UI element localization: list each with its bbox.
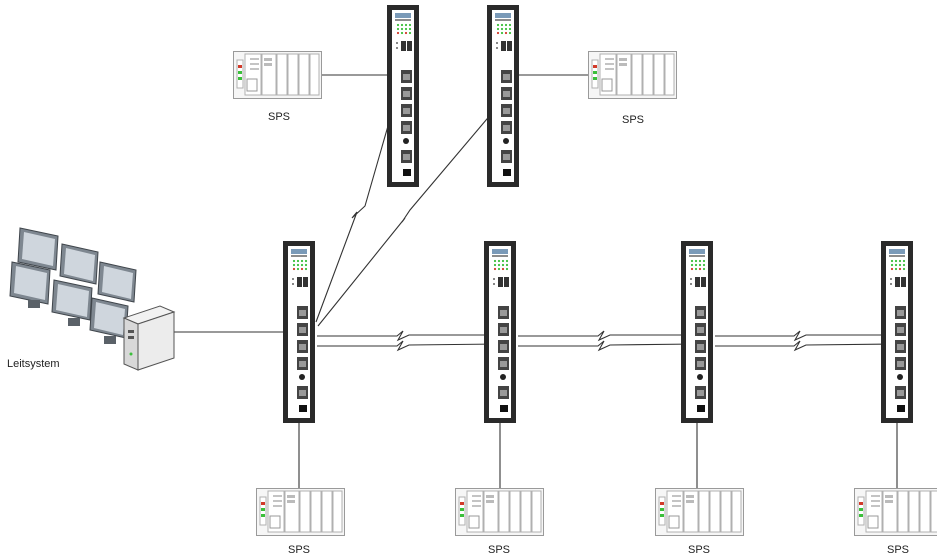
dsl-line-2b xyxy=(518,340,698,352)
dsl-line-1a xyxy=(317,330,500,342)
plc-bottom-3-icon xyxy=(655,488,744,536)
switch-top-2 xyxy=(487,5,519,187)
plc-bottom-4-icon xyxy=(854,488,937,536)
switch-top-1 xyxy=(387,5,419,187)
plc-top-left-icon xyxy=(233,51,322,99)
plc-label-bottom-4: SPS xyxy=(887,544,910,556)
dsl-line-3a xyxy=(715,330,897,342)
plc-bottom-2-icon xyxy=(455,488,544,536)
dsl-line-1b xyxy=(317,340,501,352)
switch-row-3 xyxy=(681,241,713,423)
plc-label-bottom-2: SPS xyxy=(488,544,511,556)
monitor-wall-icon xyxy=(9,227,137,344)
plc-label-top-right: SPS xyxy=(622,114,645,126)
plc-label-bottom-3: SPS xyxy=(688,544,711,556)
dsl-line-2a xyxy=(518,330,697,342)
plc-label-bottom-1: SPS xyxy=(288,544,311,556)
radio-link-top-2 xyxy=(317,112,493,327)
plc-bottom-1-icon xyxy=(256,488,345,536)
dsl-line-3b xyxy=(715,340,898,352)
switch-main xyxy=(283,241,315,423)
control-system-label: Leitsystem xyxy=(7,358,60,370)
desktop-tower-icon xyxy=(122,305,176,371)
connections xyxy=(172,74,898,488)
switch-row-4 xyxy=(881,241,913,423)
plc-label-top-left: SPS xyxy=(268,111,291,123)
radio-link-top-1 xyxy=(315,111,393,323)
switch-row-2 xyxy=(484,241,516,423)
plc-top-right-icon xyxy=(588,51,677,99)
